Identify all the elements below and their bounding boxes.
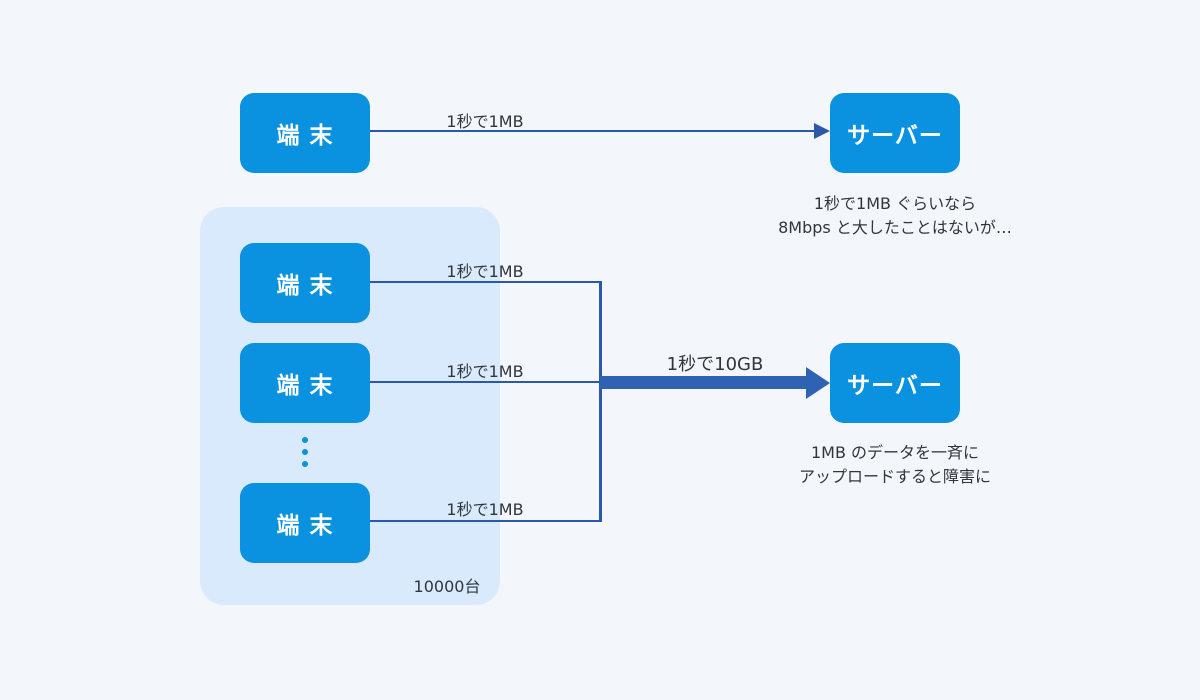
dot-icon [302, 437, 308, 443]
terminal-node-3: 端 末 [240, 483, 370, 563]
aggregate-arrowhead-icon [806, 367, 830, 399]
terminal-3-connector-line [370, 520, 601, 522]
bus-vertical-line [599, 281, 602, 522]
top-flow-connector-line [370, 130, 814, 132]
top-flow-caption-line1: 1秒で1MB ぐらいなら [813, 194, 977, 213]
terminal-1-connector-line [370, 281, 601, 283]
ellipsis-dots-icon [302, 437, 308, 467]
terminal-node-3-label: 端 末 [276, 513, 334, 539]
terminal-node-top: 端 末 [240, 93, 370, 173]
top-flow-caption: 1秒で1MB ぐらいなら 8Mbps と大したことはないが… [750, 192, 1040, 240]
top-flow-caption-line2: 8Mbps と大したことはないが… [778, 218, 1012, 237]
bottom-flow-caption-line1: 1MB のデータを一斉に [810, 443, 980, 462]
terminal-node-1-label: 端 末 [276, 273, 334, 299]
server-node-top-label: サーバー [847, 123, 943, 149]
terminal-node-2-label: 端 末 [276, 373, 334, 399]
dot-icon [302, 449, 308, 455]
top-flow-rate-label: 1秒で1MB [446, 112, 524, 131]
aggregate-rate-label: 1秒で10GB [666, 354, 764, 375]
terminal-node-1: 端 末 [240, 243, 370, 323]
server-node-bottom-label: サーバー [847, 373, 943, 399]
server-node-top: サーバー [830, 93, 960, 173]
server-node-bottom: サーバー [830, 343, 960, 423]
top-flow-arrowhead-icon [814, 123, 830, 139]
dot-icon [302, 461, 308, 467]
terminal-node-top-label: 端 末 [276, 123, 334, 149]
bottom-flow-caption: 1MB のデータを一斉に アップロードすると障害に [750, 441, 1040, 489]
group-count-label: 10000台 [413, 577, 481, 596]
terminal-2-rate-label: 1秒で1MB [446, 362, 524, 381]
aggregate-arrow-bar [600, 376, 806, 389]
terminal-2-connector-line [370, 381, 601, 383]
terminal-1-rate-label: 1秒で1MB [446, 262, 524, 281]
bottom-flow-caption-line2: アップロードすると障害に [798, 467, 991, 486]
terminal-3-rate-label: 1秒で1MB [446, 500, 524, 519]
terminal-node-2: 端 末 [240, 343, 370, 423]
